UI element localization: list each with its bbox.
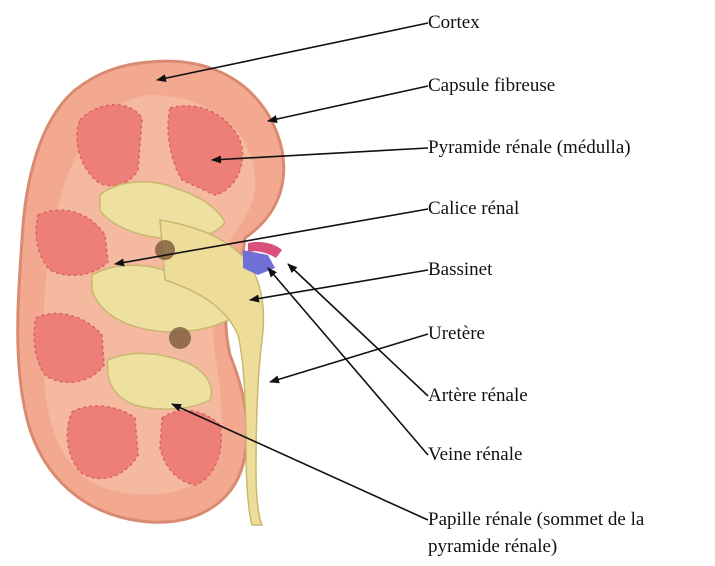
- label-vein: Veine rénale: [428, 443, 522, 467]
- sinus-spot-lower: [169, 327, 191, 349]
- arrow-artery: [288, 264, 428, 396]
- arrow-cortex: [157, 23, 428, 80]
- label-papilla-line2: pyramide rénale): [428, 535, 557, 559]
- arrow-capsule: [268, 86, 428, 121]
- label-papilla-line1: Papille rénale (sommet de la: [428, 508, 644, 532]
- arrow-pelvis: [250, 270, 428, 300]
- arrow-vein: [268, 268, 428, 455]
- label-pelvis: Bassinet: [428, 258, 492, 282]
- label-pyramid: Pyramide rénale (médulla): [428, 136, 631, 160]
- pyramid-bottom-left: [67, 406, 138, 478]
- label-ureter: Uretère: [428, 322, 485, 346]
- label-capsule: Capsule fibreuse: [428, 74, 555, 98]
- label-calyx: Calice rénal: [428, 197, 519, 221]
- label-cortex: Cortex: [428, 11, 480, 35]
- arrow-ureter: [270, 334, 428, 382]
- label-artery: Artère rénale: [428, 384, 528, 408]
